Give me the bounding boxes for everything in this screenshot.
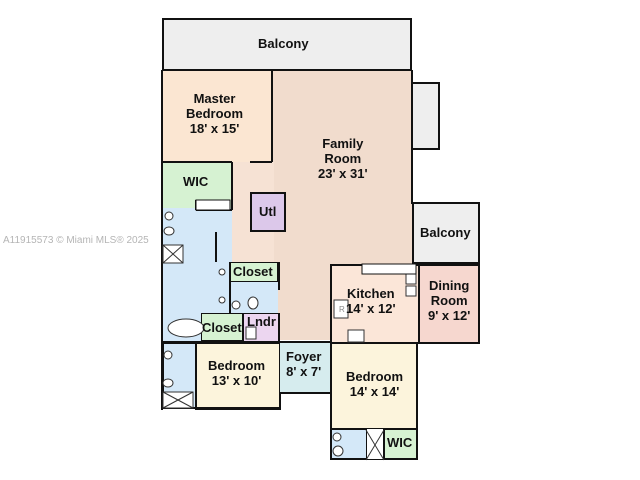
bedroom-2-label: Bedroom 13' x 10' bbox=[208, 358, 266, 389]
laundry-label: Lndr bbox=[247, 314, 276, 329]
closet-bedroom2-label: Closet bbox=[202, 320, 242, 335]
foyer-size: 8' x 7' bbox=[286, 363, 322, 379]
master-bedroom-name: Master bbox=[193, 91, 236, 106]
master-bedroom-size: 18' x 15' bbox=[189, 120, 240, 136]
master-bedroom bbox=[162, 70, 272, 162]
bedroom-3-size: 14' x 14' bbox=[349, 383, 400, 399]
family-room-size: 23' x 31' bbox=[318, 165, 368, 181]
wic-bedroom3-label: WIC bbox=[387, 435, 413, 450]
bedroom-3-name: Bedroom bbox=[346, 369, 404, 384]
foyer-name: Foyer bbox=[286, 349, 322, 364]
utility-room bbox=[250, 192, 286, 232]
family-room-name2: Room bbox=[324, 150, 362, 166]
svg-text:R: R bbox=[339, 305, 345, 314]
dining-room bbox=[418, 264, 480, 344]
balcony-right bbox=[412, 202, 480, 264]
utility-label: Utl bbox=[259, 204, 277, 219]
family-room-name: Family bbox=[322, 136, 364, 151]
bedroom-2-size: 13' x 10' bbox=[211, 372, 262, 388]
kitchen-name: Kitchen bbox=[346, 286, 395, 301]
kitchen-label: Kitchen 14' x 12' bbox=[346, 286, 396, 317]
dining-room-name: Dining bbox=[428, 278, 470, 293]
balcony-right-label: Balcony bbox=[420, 225, 471, 240]
family-room-label: Family Room 23' x 31' bbox=[318, 136, 368, 182]
master-bedroom-label: Master Bedroom 18' x 15' bbox=[186, 91, 244, 137]
walk-in-closet-bedroom3 bbox=[383, 428, 418, 460]
closet-bedroom2 bbox=[201, 313, 243, 341]
bedroom-2-name: Bedroom bbox=[208, 358, 266, 373]
dining-room-label: Dining Room 9' x 12' bbox=[428, 278, 471, 324]
dining-room-name2: Room bbox=[430, 292, 468, 308]
bedroom-3-label: Bedroom 14' x 14' bbox=[346, 369, 404, 400]
watermark: A11915573 © Miami MLS® 2025 bbox=[3, 235, 149, 246]
balcony-top-label: Balcony bbox=[258, 36, 309, 51]
foyer-label: Foyer 8' x 7' bbox=[286, 349, 322, 380]
balcony-side bbox=[410, 82, 440, 150]
wic-master-label: WIC bbox=[183, 174, 209, 189]
kitchen-size: 14' x 12' bbox=[346, 300, 396, 316]
master-bedroom-name2: Bedroom bbox=[186, 105, 244, 121]
closet-hall-label: Closet bbox=[233, 264, 273, 279]
foyer bbox=[280, 341, 330, 393]
dining-room-size: 9' x 12' bbox=[428, 307, 471, 323]
